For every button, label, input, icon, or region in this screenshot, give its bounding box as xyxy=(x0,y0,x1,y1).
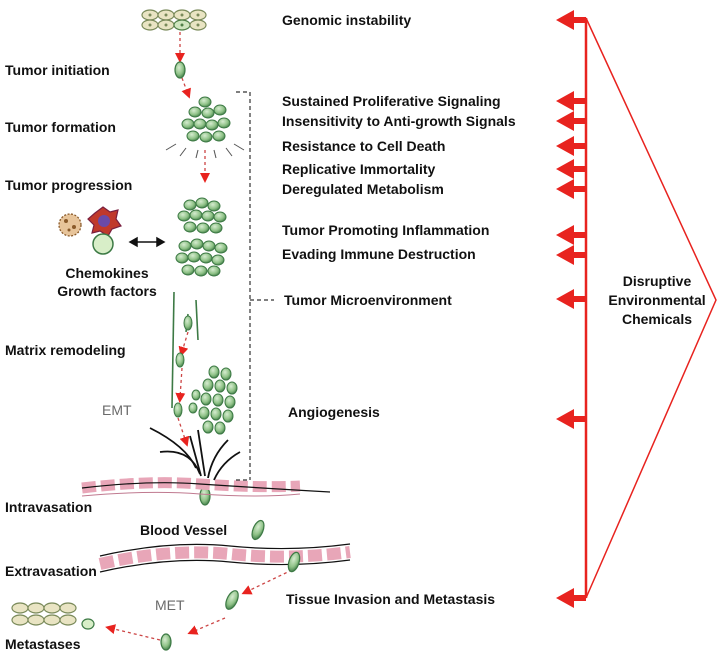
label-chemokines: Chemokines xyxy=(65,265,149,281)
hallmark-evading-immune: Evading Immune Destruction xyxy=(282,246,476,262)
initiated-cell xyxy=(174,61,186,79)
label-tumor-formation: Tumor formation xyxy=(5,119,116,135)
invading-cell xyxy=(160,633,172,651)
hallmark-angiogenesis: Angiogenesis xyxy=(288,404,380,420)
hallmark-genomic-instability: Genomic instability xyxy=(282,12,412,28)
invading-cell xyxy=(225,590,239,610)
migrating-cell xyxy=(173,402,183,418)
source-line-2: Environmental xyxy=(608,292,706,308)
source-line-1: Disruptive xyxy=(622,273,692,289)
source-line-3: Chemicals xyxy=(621,311,693,327)
microenvironment-bracket xyxy=(236,91,274,481)
vessel-wall-upper xyxy=(81,477,331,497)
hallmark-deregulated-metabolism: Deregulated Metabolism xyxy=(282,181,444,197)
immune-cells xyxy=(58,206,122,255)
label-intravasation: Intravasation xyxy=(5,499,93,515)
normal-cells-top xyxy=(141,9,207,31)
label-growth-factors: Growth factors xyxy=(57,283,157,299)
hallmark-replicative-immortality: Replicative Immortality xyxy=(282,161,436,177)
hallmark-anti-growth-insensitivity: Insensitivity to Anti-growth Signals xyxy=(282,113,516,129)
migrating-cell xyxy=(175,352,185,368)
interaction-arrow xyxy=(128,236,166,248)
label-emt: EMT xyxy=(102,402,132,418)
label-extravasation: Extravasation xyxy=(5,563,97,579)
progression-arrows xyxy=(105,32,293,641)
formation-rays xyxy=(165,143,245,159)
label-tumor-initiation: Tumor initiation xyxy=(5,62,110,78)
extravasating-cell xyxy=(287,551,301,573)
tumor-progression-cluster xyxy=(175,197,228,277)
hallmark-tissue-invasion-metastasis: Tissue Invasion and Metastasis xyxy=(286,591,496,607)
hallmark-resistance-cell-death: Resistance to Cell Death xyxy=(282,138,446,154)
metastases-cells xyxy=(11,602,95,630)
label-metastases: Metastases xyxy=(5,636,81,652)
source-label: Disruptive Environmental Chemicals xyxy=(600,272,714,329)
source-triangle xyxy=(585,17,717,599)
tumor-formation-cluster xyxy=(181,96,231,143)
hallmark-proliferative-signaling: Sustained Proliferative Signaling xyxy=(282,93,501,109)
hallmark-tumor-microenvironment: Tumor Microenvironment xyxy=(284,292,452,308)
vessel-sprouts xyxy=(149,427,241,481)
angiogenesis-cluster xyxy=(188,365,238,435)
hallmark-tumor-inflammation: Tumor Promoting Inflammation xyxy=(282,222,490,238)
effect-arrows xyxy=(556,10,586,608)
vessel-wall-lower xyxy=(98,543,351,573)
migrating-cell xyxy=(183,315,193,331)
label-met: MET xyxy=(155,597,185,613)
label-blood-vessel: Blood Vessel xyxy=(140,522,228,538)
label-matrix-remodeling: Matrix remodeling xyxy=(5,342,126,358)
label-tumor-progression: Tumor progression xyxy=(5,177,133,193)
circulating-cell xyxy=(251,519,265,541)
